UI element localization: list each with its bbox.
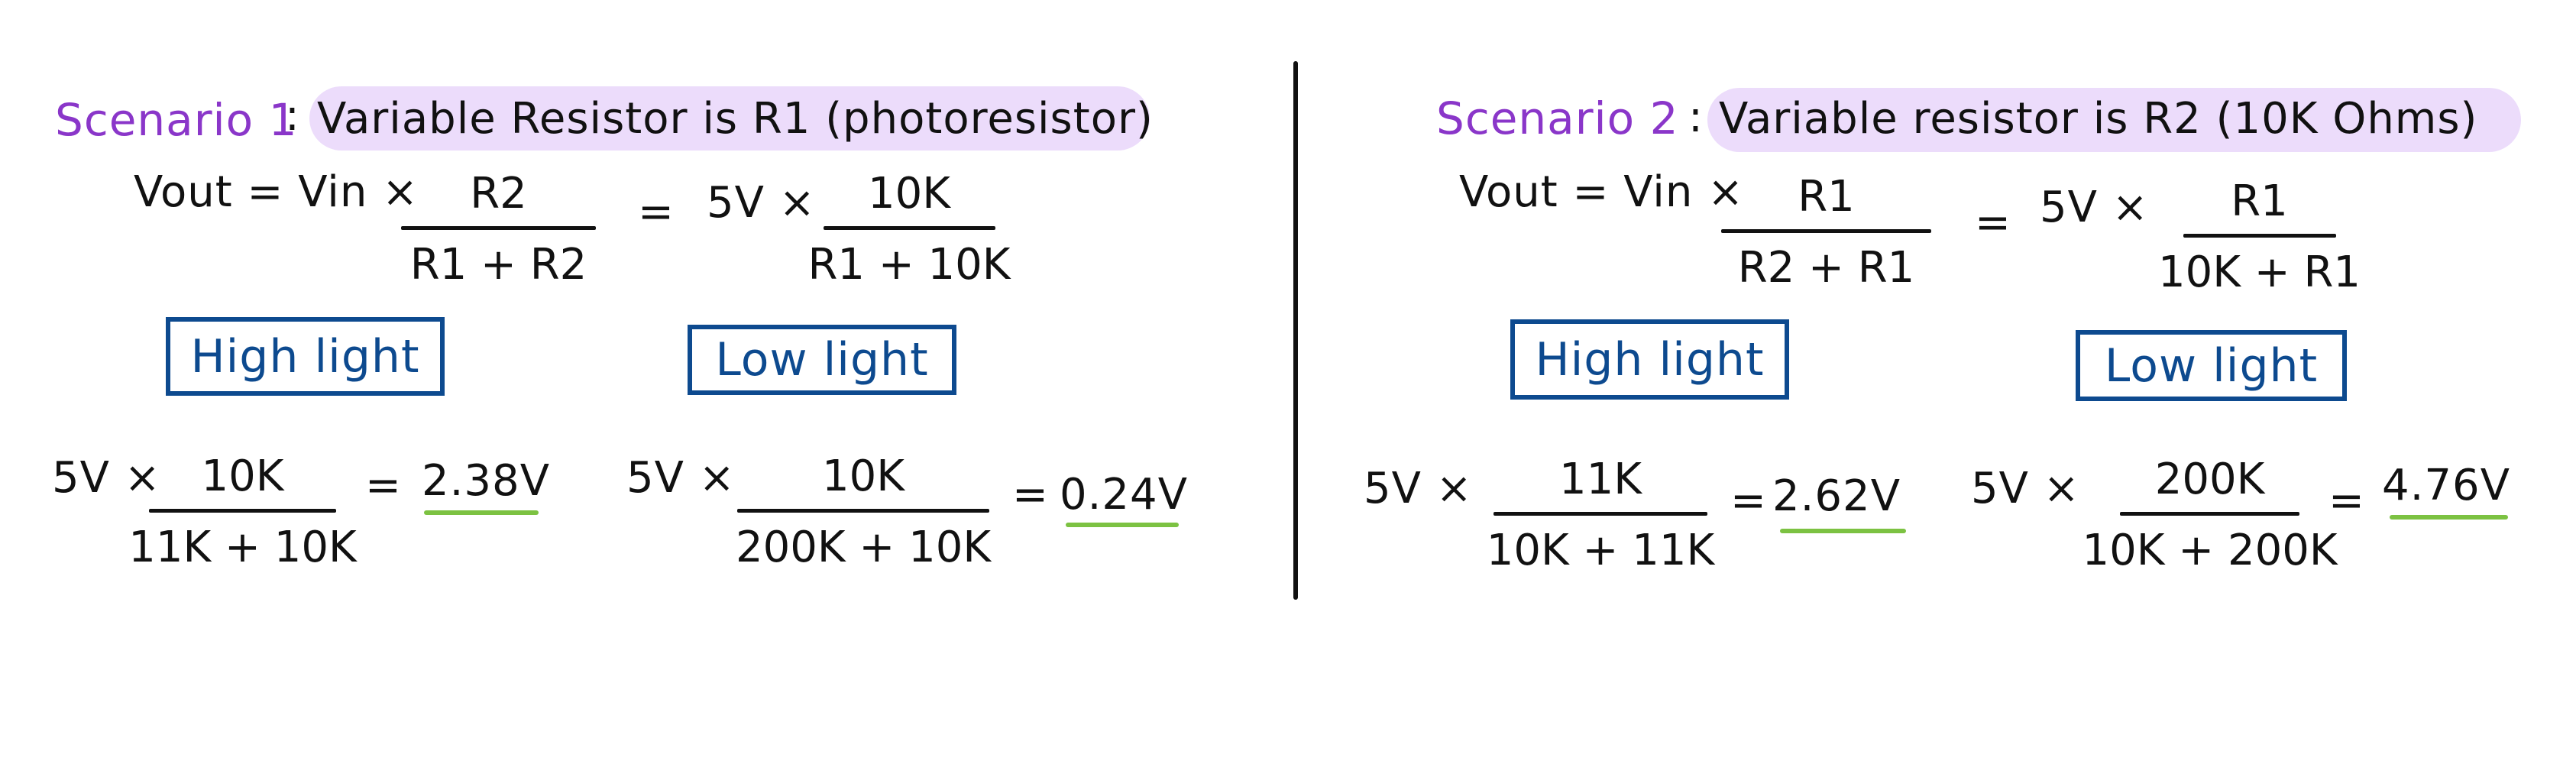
scenario-2-title: Variable resistor is R2 (10K Ohms) bbox=[1719, 94, 2478, 144]
s2-formula-equals: = bbox=[1975, 198, 2011, 248]
s2-high-light-result: 2.62V bbox=[1772, 471, 1901, 521]
s2-high-light-bar bbox=[1493, 512, 1707, 516]
s2-formula-frac-2-den: 10K + R1 bbox=[2157, 248, 2361, 297]
s1-high-light-den: 11K + 10K bbox=[128, 523, 357, 572]
s1-low-light-frac: 10K 200K + 10K bbox=[735, 452, 992, 572]
s2-formula-frac-1-den: R2 + R1 bbox=[1737, 243, 1915, 293]
s2-formula-frac-2-num: R1 bbox=[2231, 176, 2288, 226]
s1-formula-frac-2-num: 10K bbox=[868, 169, 950, 219]
s1-high-light-equals: = bbox=[365, 461, 402, 510]
s2-high-light-den: 10K + 11K bbox=[1486, 526, 1715, 575]
s1-high-light-result-underline bbox=[424, 510, 539, 515]
s2-high-light-prefix: 5V × bbox=[1364, 464, 1473, 513]
s1-formula-equals: = bbox=[638, 187, 675, 237]
s2-high-light-result-underline bbox=[1780, 529, 1906, 533]
s2-low-light-bar bbox=[2120, 512, 2299, 516]
s1-high-light-box: High light bbox=[166, 317, 445, 396]
s2-low-light-box: Low light bbox=[2076, 330, 2347, 401]
s1-low-light-result: 0.24V bbox=[1060, 470, 1188, 520]
s2-low-light-result-underline bbox=[2390, 515, 2508, 520]
scenario-1-label: Scenario 1 bbox=[55, 94, 298, 146]
s1-formula-frac-2-bar bbox=[823, 226, 995, 230]
scenario-2-label: Scenario 2 bbox=[1436, 92, 1679, 144]
s2-formula-mid: 5V × bbox=[2040, 183, 2149, 232]
s1-low-light-prefix: 5V × bbox=[626, 453, 736, 503]
s1-high-light-result: 2.38V bbox=[422, 456, 550, 506]
s2-formula-frac-1-num: R1 bbox=[1798, 172, 1855, 222]
s2-high-light-num: 11K bbox=[1559, 455, 1642, 504]
scenario-1-title: Variable Resistor is R1 (photoresistor) bbox=[317, 94, 1154, 144]
s1-formula-frac-1-bar bbox=[401, 226, 596, 230]
s1-low-light-bar bbox=[737, 509, 989, 513]
s1-formula-frac-2: 10K R1 + 10K bbox=[807, 169, 1010, 286]
scenario-2-title-highlight bbox=[1707, 88, 2521, 152]
s2-low-light-result: 4.76V bbox=[2382, 461, 2510, 510]
s1-high-light-num: 10K bbox=[201, 452, 284, 501]
s2-high-light-equals: = bbox=[1730, 476, 1767, 526]
s1-formula-frac-1-den: R1 + R2 bbox=[409, 240, 587, 290]
s2-formula-frac-1: R1 R2 + R1 bbox=[1721, 176, 1931, 290]
s2-low-light-den: 10K + 200K bbox=[2082, 526, 2338, 575]
s1-high-light-prefix: 5V × bbox=[52, 453, 161, 503]
scenario-1-title-highlight bbox=[309, 86, 1150, 151]
s1-formula-frac-1-num: R2 bbox=[470, 169, 527, 219]
s2-low-light-prefix: 5V × bbox=[1971, 464, 2080, 513]
s2-low-light-frac: 200K 10K + 200K bbox=[2082, 455, 2337, 572]
s1-formula-mid: 5V × bbox=[707, 178, 816, 228]
s1-high-light-bar bbox=[149, 509, 336, 513]
s1-low-light-equals: = bbox=[1012, 470, 1049, 520]
s2-high-light-frac: 11K 10K + 11K bbox=[1487, 455, 1714, 572]
scenario-divider bbox=[1293, 61, 1298, 600]
s2-formula-frac-2: R1 10K + R1 bbox=[2158, 176, 2361, 294]
s2-formula-lhs: Vout = Vin × bbox=[1459, 167, 1745, 217]
s1-formula-frac-2-den: R1 + 10K bbox=[807, 240, 1011, 290]
s1-low-light-box: Low light bbox=[688, 325, 956, 395]
s2-formula-frac-2-bar bbox=[2183, 234, 2336, 238]
s2-formula-frac-1-bar bbox=[1721, 229, 1931, 233]
s1-formula-lhs: Vout = Vin × bbox=[134, 167, 419, 217]
scenario-2-colon: : bbox=[1688, 92, 1704, 142]
s1-low-light-num: 10K bbox=[822, 452, 905, 501]
s1-low-light-den: 200K + 10K bbox=[735, 523, 992, 572]
scenario-1-colon: : bbox=[285, 91, 300, 141]
s1-low-light-result-underline bbox=[1066, 523, 1179, 527]
s1-formula-frac-1: R2 R1 + R2 bbox=[401, 173, 596, 286]
s2-low-light-equals: = bbox=[2328, 476, 2365, 526]
s2-low-light-num: 200K bbox=[2154, 455, 2265, 504]
s2-high-light-box: High light bbox=[1510, 319, 1789, 400]
s1-high-light-frac: 10K 11K + 10K bbox=[128, 452, 356, 569]
